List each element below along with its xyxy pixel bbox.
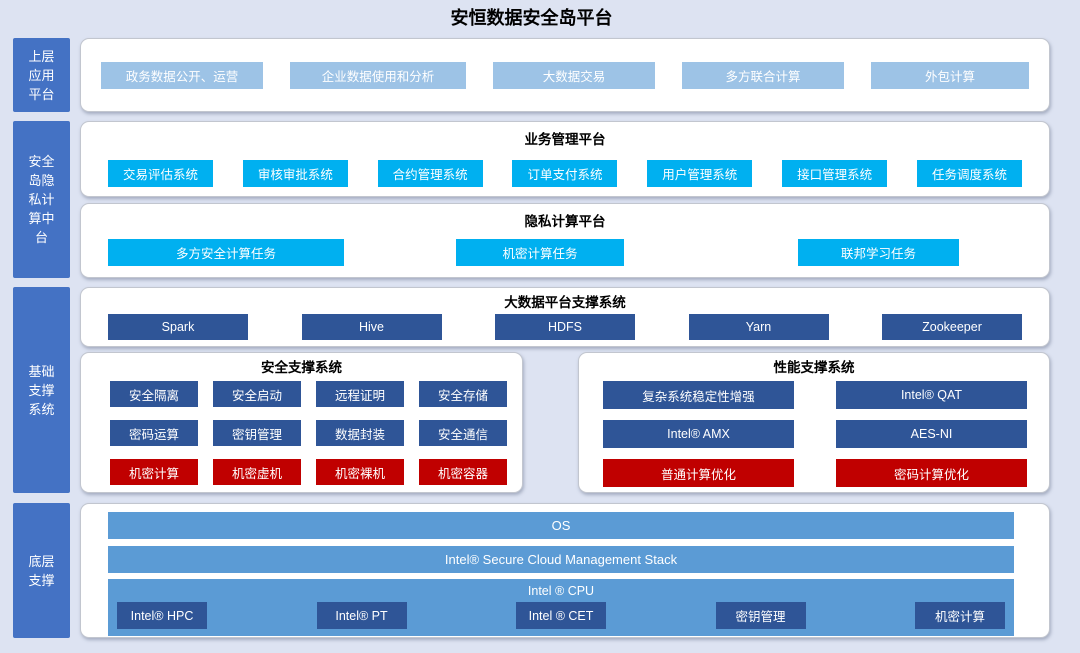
- cpu-feature-box: 机密计算: [915, 602, 1005, 629]
- optimization-box: 密码计算优化: [836, 459, 1027, 487]
- middle-layer-content: 业务管理平台 交易评估系统 审核审批系统 合约管理系统 订单支付系统 用户管理系…: [80, 121, 1050, 278]
- confidential-feature-box: 机密容器: [419, 459, 507, 485]
- cpu-feature-box: Intel ® CET: [516, 602, 606, 629]
- bigdata-component-box: HDFS: [495, 314, 635, 340]
- bigdata-component-box: Zookeeper: [882, 314, 1022, 340]
- performance-support-panel: 性能支撑系统 复杂系统稳定性增强 Intel® QAT Intel® AMX A…: [578, 352, 1050, 493]
- app-item-box: 多方联合计算: [682, 61, 844, 89]
- os-bar: OS: [108, 512, 1014, 539]
- performance-feature-box: AES-NI: [836, 420, 1027, 448]
- security-support-grid: 安全隔离 安全启动 远程证明 安全存储 密码运算 密钥管理 数据封装 安全通信 …: [81, 381, 522, 485]
- bottom-layer-row: 底层 支撑 OS Intel® Secure Cloud Management …: [13, 503, 1050, 638]
- performance-support-grid: 复杂系统稳定性增强 Intel® QAT Intel® AMX AES-NI 普…: [579, 381, 1049, 487]
- security-feature-box: 安全存储: [419, 381, 507, 407]
- cpu-feature-box: Intel® HPC: [117, 602, 207, 629]
- performance-feature-box: Intel® QAT: [836, 381, 1027, 409]
- privacy-computing-title: 隐私计算平台: [524, 214, 606, 229]
- security-support-title: 安全支撑系统: [261, 360, 342, 375]
- bigdata-support-title: 大数据平台支撑系统: [504, 295, 626, 310]
- business-mgmt-title: 业务管理平台: [524, 132, 606, 147]
- performance-feature-box: Intel® AMX: [603, 420, 794, 448]
- performance-support-title: 性能支撑系统: [773, 360, 855, 375]
- secure-cloud-stack-bar: Intel® Secure Cloud Management Stack: [108, 546, 1014, 573]
- cpu-feature-box: 密钥管理: [715, 602, 806, 629]
- confidential-feature-box: 机密虚机: [213, 459, 301, 485]
- app-item-box: 大数据交易: [493, 61, 655, 89]
- side-label-foundation-layer: 基础 支撑 系统: [13, 287, 70, 493]
- business-system-box: 合约管理系统: [377, 160, 483, 187]
- security-feature-box: 密钥管理: [213, 420, 301, 446]
- confidential-feature-box: 机密裸机: [316, 459, 404, 485]
- business-mgmt-panel: 业务管理平台 交易评估系统 审核审批系统 合约管理系统 订单支付系统 用户管理系…: [80, 121, 1050, 197]
- security-support-panel: 安全支撑系统 安全隔离 安全启动 远程证明 安全存储 密码运算 密钥管理 数据封…: [80, 352, 523, 493]
- security-feature-box: 安全启动: [213, 381, 301, 407]
- app-layer-content: 政务数据公开、运营 企业数据使用和分析 大数据交易 多方联合计算 外包计算: [80, 38, 1050, 112]
- bottom-layer-content: OS Intel® Secure Cloud Management Stack …: [80, 503, 1050, 638]
- bigdata-support-panel: 大数据平台支撑系统 Spark Hive HDFS Yarn Zookeeper: [80, 287, 1050, 347]
- business-system-box: 订单支付系统: [512, 160, 618, 187]
- diagram-title: 安恒数据安全岛平台: [450, 8, 613, 28]
- privacy-task-box: 联邦学习任务: [798, 239, 959, 266]
- cpu-feature-boxes: Intel® HPC Intel® PT Intel ® CET 密钥管理 机密…: [117, 602, 1005, 629]
- side-label-middle-layer: 安全 岛隐 私计 算中 台: [13, 121, 70, 278]
- app-item-box: 企业数据使用和分析: [290, 61, 466, 89]
- side-label-bottom-layer: 底层 支撑: [13, 503, 70, 638]
- cpu-bar: Intel ® CPU Intel® HPC Intel® PT Intel ®…: [108, 579, 1014, 636]
- security-feature-box: 数据封装: [316, 420, 404, 446]
- foundation-sub-panels: 安全支撑系统 安全隔离 安全启动 远程证明 安全存储 密码运算 密钥管理 数据封…: [80, 352, 1050, 493]
- bottom-support-panel: OS Intel® Secure Cloud Management Stack …: [80, 503, 1050, 638]
- middle-layer-row: 安全 岛隐 私计 算中 台 业务管理平台 交易评估系统 审核审批系统 合约管理系…: [13, 121, 1050, 278]
- bigdata-component-box: Hive: [301, 314, 442, 340]
- cpu-bar-title: Intel ® CPU: [527, 584, 595, 598]
- side-label-app-layer: 上层 应用 平台: [13, 38, 70, 112]
- app-item-box: 政务数据公开、运营: [101, 61, 263, 89]
- privacy-computing-boxes: 多方安全计算任务 机密计算任务 联邦学习任务: [81, 239, 1049, 266]
- app-panel: 政务数据公开、运营 企业数据使用和分析 大数据交易 多方联合计算 外包计算: [80, 38, 1050, 112]
- performance-feature-box: 复杂系统稳定性增强: [603, 381, 794, 409]
- optimization-box: 普通计算优化: [603, 459, 794, 487]
- security-feature-box: 远程证明: [316, 381, 404, 407]
- privacy-computing-panel: 隐私计算平台 多方安全计算任务 机密计算任务 联邦学习任务: [80, 203, 1050, 278]
- foundation-layer-content: 大数据平台支撑系统 Spark Hive HDFS Yarn Zookeeper…: [80, 287, 1050, 493]
- foundation-layer-row: 基础 支撑 系统 大数据平台支撑系统 Spark Hive HDFS Yarn …: [13, 287, 1050, 493]
- business-system-box: 接口管理系统: [782, 160, 888, 187]
- bigdata-component-box: Yarn: [688, 314, 829, 340]
- privacy-task-box: 机密计算任务: [456, 239, 624, 266]
- security-feature-box: 密码运算: [110, 420, 198, 446]
- business-system-box: 交易评估系统: [108, 160, 213, 187]
- confidential-feature-box: 机密计算: [110, 459, 198, 485]
- business-mgmt-boxes: 交易评估系统 审核审批系统 合约管理系统 订单支付系统 用户管理系统 接口管理系…: [81, 160, 1049, 187]
- bigdata-component-box: Spark: [108, 314, 248, 340]
- app-item-box: 外包计算: [871, 61, 1029, 89]
- business-system-box: 用户管理系统: [647, 160, 753, 187]
- app-layer-row: 上层 应用 平台 政务数据公开、运营 企业数据使用和分析 大数据交易 多方联合计…: [13, 38, 1050, 112]
- business-system-box: 审核审批系统: [242, 160, 348, 187]
- business-system-box: 任务调度系统: [916, 160, 1022, 187]
- privacy-task-box: 多方安全计算任务: [108, 239, 344, 266]
- cpu-feature-box: Intel® PT: [316, 602, 407, 629]
- security-feature-box: 安全隔离: [110, 381, 198, 407]
- security-feature-box: 安全通信: [419, 420, 507, 446]
- bigdata-boxes: Spark Hive HDFS Yarn Zookeeper: [81, 314, 1049, 340]
